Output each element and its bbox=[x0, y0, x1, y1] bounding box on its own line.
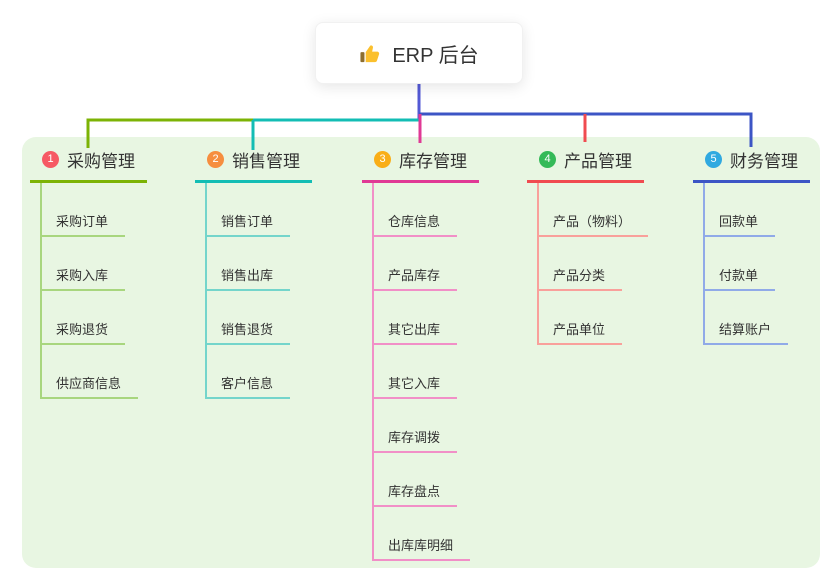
mindmap-child-node[interactable]: 销售出库 bbox=[207, 237, 291, 291]
mindmap-child-node[interactable]: 回款单 bbox=[705, 183, 776, 237]
background-panel bbox=[22, 137, 820, 568]
mindmap-child-node[interactable]: 产品库存 bbox=[374, 237, 458, 291]
mindmap-child-node[interactable]: 库存调拨 bbox=[374, 399, 458, 453]
mindmap-child-node[interactable]: 出库库明细 bbox=[374, 507, 471, 561]
branch-title: 财务管理 bbox=[730, 152, 798, 171]
branch-title: 产品管理 bbox=[564, 152, 632, 171]
branch-3: 3 库存管理仓库信息产品库存其它出库其它入库库存调拨库存盘点出库库明细 bbox=[362, 147, 479, 561]
mindmap-child-node[interactable]: 产品（物料） bbox=[539, 183, 649, 237]
mindmap-child-node[interactable]: 采购退货 bbox=[42, 291, 126, 345]
branch-2: 2 销售管理销售订单销售出库销售退货客户信息 bbox=[195, 147, 312, 399]
mindmap-child-node[interactable]: 销售订单 bbox=[207, 183, 291, 237]
mindmap-child-node[interactable]: 采购入库 bbox=[42, 237, 126, 291]
branch-number-badge: 3 bbox=[374, 151, 391, 168]
branch-children: 销售订单销售出库销售退货客户信息 bbox=[205, 183, 291, 399]
branch-children: 产品（物料）产品分类产品单位 bbox=[537, 183, 649, 345]
mindmap-child-node[interactable]: 付款单 bbox=[705, 237, 776, 291]
branch-number-badge: 5 bbox=[705, 151, 722, 168]
branch-number-badge: 4 bbox=[539, 151, 556, 168]
branch-header[interactable]: 5 财务管理 bbox=[693, 147, 810, 183]
mindmap-child-node[interactable]: 客户信息 bbox=[207, 345, 291, 399]
mindmap-child-node[interactable]: 结算账户 bbox=[705, 291, 789, 345]
branch-number-badge: 2 bbox=[207, 151, 224, 168]
branch-header[interactable]: 2 销售管理 bbox=[195, 147, 312, 183]
branch-1: 1 采购管理采购订单采购入库采购退货供应商信息 bbox=[30, 147, 147, 399]
branch-children: 采购订单采购入库采购退货供应商信息 bbox=[40, 183, 139, 399]
root-node[interactable]: ERP 后台 bbox=[315, 22, 523, 84]
mindmap-child-node[interactable]: 销售退货 bbox=[207, 291, 291, 345]
mindmap-child-node[interactable]: 产品分类 bbox=[539, 237, 623, 291]
branch-title: 采购管理 bbox=[67, 152, 135, 171]
mindmap-child-node[interactable]: 供应商信息 bbox=[42, 345, 139, 399]
branch-children: 回款单付款单结算账户 bbox=[703, 183, 789, 345]
mindmap-child-node[interactable]: 库存盘点 bbox=[374, 453, 458, 507]
branch-title: 库存管理 bbox=[399, 152, 467, 171]
branch-header[interactable]: 3 库存管理 bbox=[362, 147, 479, 183]
branch-header[interactable]: 4 产品管理 bbox=[527, 147, 644, 183]
mindmap-child-node[interactable]: 其它入库 bbox=[374, 345, 458, 399]
branch-children: 仓库信息产品库存其它出库其它入库库存调拨库存盘点出库库明细 bbox=[372, 183, 471, 561]
branch-title: 销售管理 bbox=[232, 152, 300, 171]
mindmap-child-node[interactable]: 采购订单 bbox=[42, 183, 126, 237]
mindmap-child-node[interactable]: 产品单位 bbox=[539, 291, 623, 345]
mindmap-child-node[interactable]: 其它出库 bbox=[374, 291, 458, 345]
branch-header[interactable]: 1 采购管理 bbox=[30, 147, 147, 183]
branch-4: 4 产品管理产品（物料）产品分类产品单位 bbox=[527, 147, 649, 345]
branch-number-badge: 1 bbox=[42, 151, 59, 168]
branch-5: 5 财务管理回款单付款单结算账户 bbox=[693, 147, 810, 345]
thumbs-up-icon bbox=[359, 42, 382, 65]
root-label: ERP 后台 bbox=[392, 44, 479, 67]
mindmap-child-node[interactable]: 仓库信息 bbox=[374, 183, 458, 237]
